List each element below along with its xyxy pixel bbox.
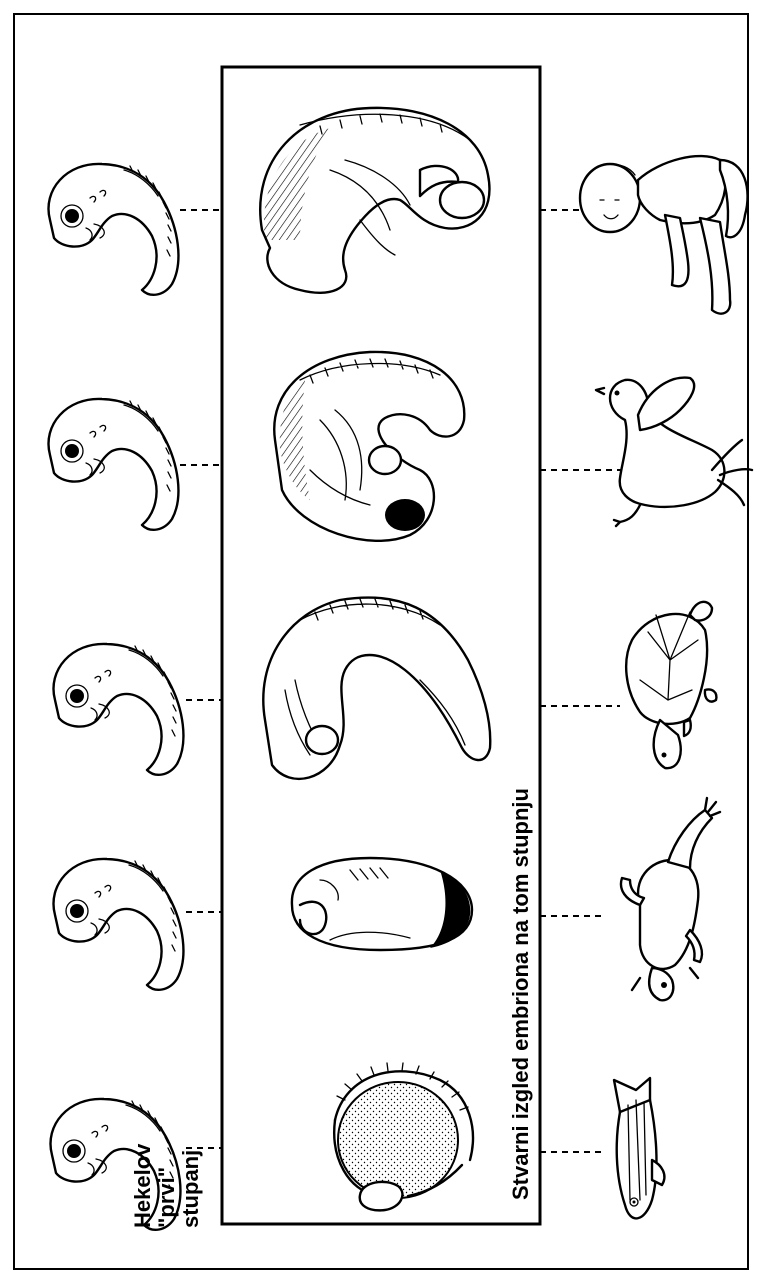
chicken-icon [596,378,752,526]
fish-icon [614,1078,664,1218]
turtle-icon [626,602,716,768]
connector-lines [180,210,625,1152]
turtle-embryo-icon [263,598,490,779]
actual-appearance-label: Stvarni izgled embriona na tom stupnju [508,788,533,1200]
haeckel-embryo-icon [49,399,179,530]
human-embryo-icon [260,108,489,293]
haeckel-embryo-icon [54,644,184,775]
haeckel-stage-line-2: "prvi" [154,1167,179,1228]
chicken-embryo-icon [274,352,464,541]
haeckel-embryo-icon [49,164,179,295]
baby-icon [580,156,748,314]
frog-icon [621,798,720,1000]
fish-embryo-icon [334,1063,473,1210]
frog-embryo-icon [292,858,472,950]
haeckel-stage-line-3: stupanj [178,1150,203,1228]
haeckel-column [49,164,184,1230]
haeckel-embryo-icon [54,859,184,990]
haeckel-stage-line-1: Hekelov [130,1143,155,1228]
